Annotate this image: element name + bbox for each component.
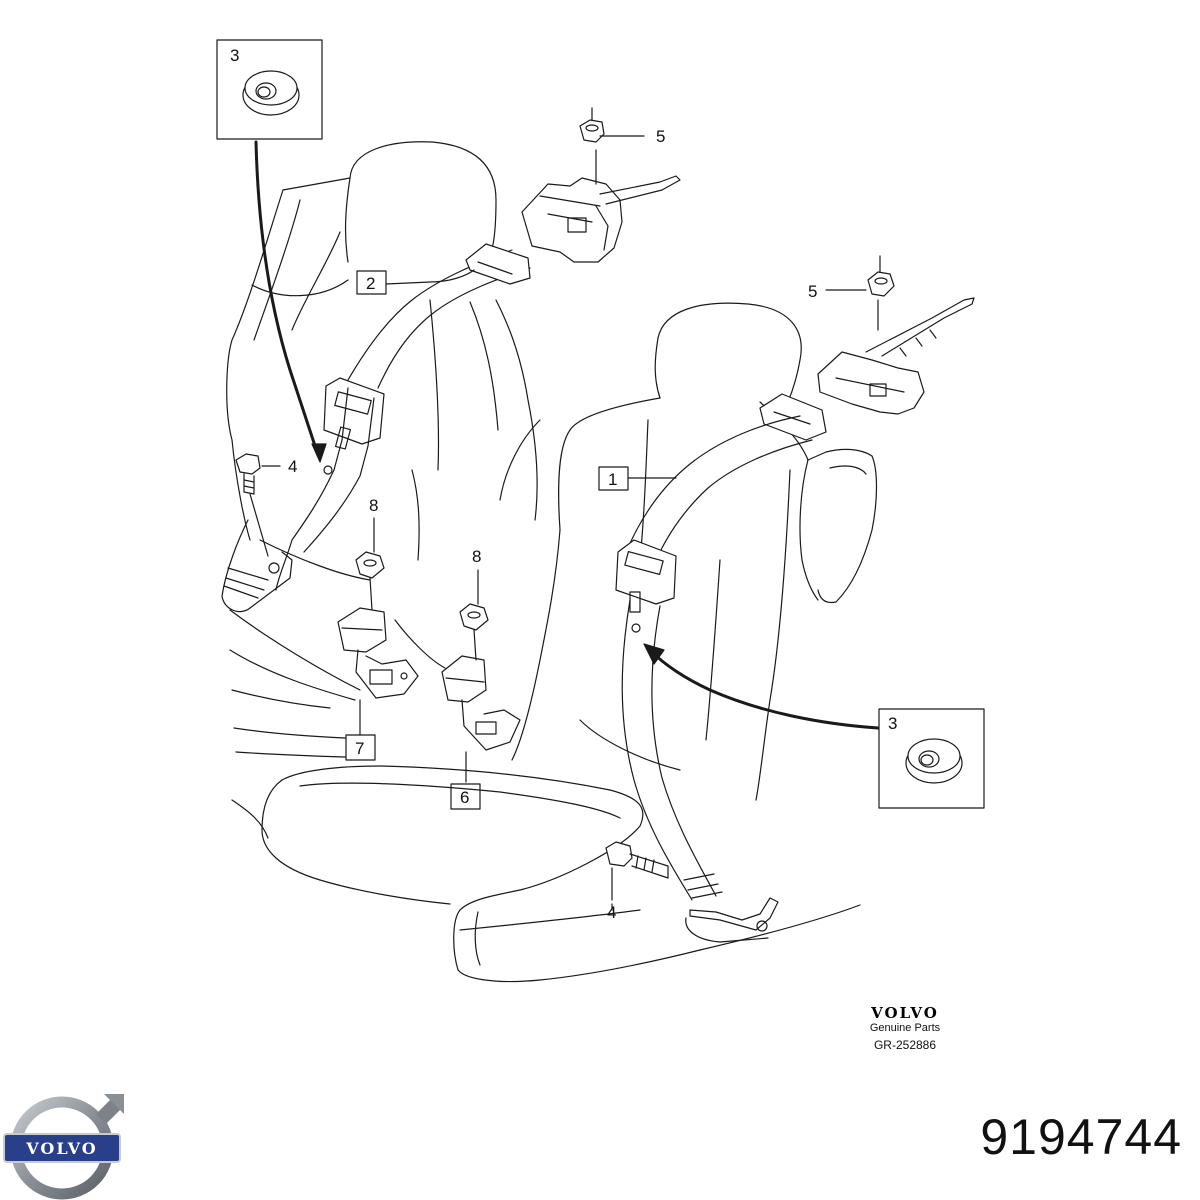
sheet-brand-wordmark: VOLVO xyxy=(871,1004,939,1022)
callout-box-3-lower xyxy=(878,708,985,809)
callout-label-1: 1 xyxy=(608,470,617,489)
callout-label-5-lower: 5 xyxy=(808,282,817,301)
callout-box-7 xyxy=(345,734,376,761)
buckle-assembly-7 xyxy=(337,517,419,736)
callout-label-3-top: 3 xyxy=(230,46,239,65)
part-number: 9194744 xyxy=(980,1109,1182,1165)
right-seat-outline xyxy=(261,302,878,983)
callout-label-8-left: 8 xyxy=(369,496,378,515)
volvo-logo-icon: VOLVO xyxy=(3,1094,124,1200)
sheet-subtitle: Genuine Parts xyxy=(869,1022,941,1034)
left-belt-assembly xyxy=(221,107,681,613)
callout-box-2 xyxy=(356,270,387,295)
callout-labels: 3 3 2 1 5 5 4 4 8 8 7 6 xyxy=(230,46,897,922)
callout-label-5-upper: 5 xyxy=(656,127,665,146)
callout-label-4-left: 4 xyxy=(288,457,297,476)
callout-box-1 xyxy=(598,466,629,491)
callout-label-6: 6 xyxy=(460,788,469,807)
callout-label-7: 7 xyxy=(355,739,364,758)
callout-box-6 xyxy=(450,783,481,810)
left-seat-outline xyxy=(226,141,538,839)
svg-text:VOLVO: VOLVO xyxy=(25,1139,98,1158)
right-belt-assembly xyxy=(605,255,975,943)
callout-label-3-lower: 3 xyxy=(888,714,897,733)
sheet-reference: GR-252886 xyxy=(873,1038,937,1052)
callout-box-3-top xyxy=(216,39,323,140)
callout-label-8-right: 8 xyxy=(472,547,481,566)
buckle-assembly-6 xyxy=(441,569,521,783)
callout-leaders xyxy=(261,135,867,911)
callout-label-2: 2 xyxy=(366,274,375,293)
callout-label-4-right: 4 xyxy=(607,903,616,922)
